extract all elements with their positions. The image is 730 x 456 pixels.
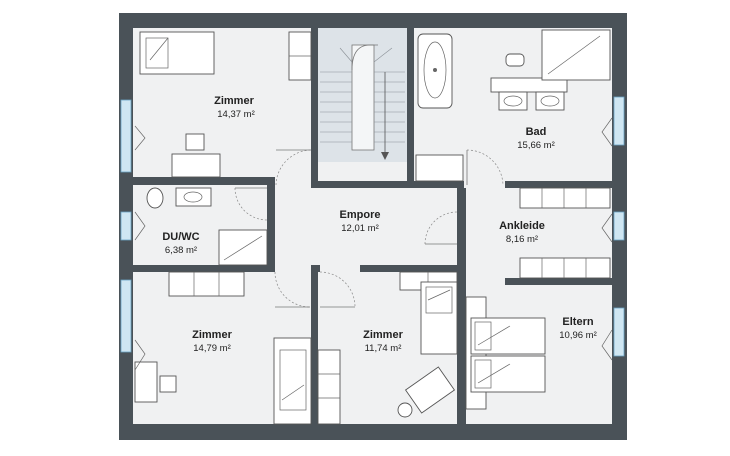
room-empore: Empore 12,01 m² bbox=[340, 209, 381, 234]
room-area: 10,96 m² bbox=[559, 330, 597, 341]
furniture-zimmer-bottom-middle bbox=[317, 271, 458, 425]
room-name: DU/WC bbox=[162, 231, 199, 243]
window-left-2 bbox=[120, 211, 132, 241]
room-name: Bad bbox=[526, 126, 547, 138]
furniture-bad bbox=[415, 29, 613, 182]
room-area: 8,16 m² bbox=[506, 234, 538, 245]
room-ankleide: Ankleide 8,16 m² bbox=[499, 220, 545, 245]
room-zimmer-bottom-middle: Zimmer 11,74 m² bbox=[363, 329, 403, 354]
furniture-eltern bbox=[465, 296, 613, 410]
room-name: Zimmer bbox=[214, 95, 254, 107]
room-bad: Bad 15,66 m² bbox=[517, 126, 555, 151]
room-area: 14,79 m² bbox=[193, 343, 231, 354]
windows bbox=[120, 96, 625, 357]
window-right-1 bbox=[613, 96, 625, 146]
room-name: Zimmer bbox=[363, 329, 403, 341]
doors bbox=[234, 149, 504, 308]
room-zimmer-bottom-left: Zimmer 14,79 m² bbox=[192, 329, 232, 354]
furniture-duwc bbox=[134, 187, 268, 266]
room-area: 12,01 m² bbox=[341, 223, 379, 234]
room-labels: Zimmer 14,37 m² Bad 15,66 m² Empore 12,0… bbox=[162, 95, 596, 354]
room-area: 15,66 m² bbox=[517, 140, 555, 151]
furniture-zimmer-bottom-left bbox=[134, 271, 312, 425]
room-zimmer-top-left: Zimmer 14,37 m² bbox=[214, 95, 255, 120]
interior-walls bbox=[133, 28, 612, 424]
window-right-2 bbox=[613, 211, 625, 241]
room-name: Empore bbox=[340, 209, 381, 221]
room-area: 11,74 m² bbox=[365, 343, 402, 354]
window-left-1 bbox=[120, 99, 132, 173]
room-name: Zimmer bbox=[192, 329, 232, 341]
window-left-3 bbox=[120, 279, 132, 353]
furniture-ankleide bbox=[519, 187, 613, 279]
room-area: 14,37 m² bbox=[217, 109, 255, 120]
furniture-zimmer-top-left bbox=[134, 31, 312, 178]
room-name: Eltern bbox=[562, 316, 593, 328]
room-area: 6,38 m² bbox=[165, 245, 197, 256]
room-name: Ankleide bbox=[499, 220, 545, 232]
room-duwc: DU/WC 6,38 m² bbox=[162, 231, 199, 256]
room-eltern: Eltern 10,96 m² bbox=[559, 316, 597, 341]
staircase bbox=[318, 28, 407, 162]
window-right-3 bbox=[613, 307, 625, 357]
